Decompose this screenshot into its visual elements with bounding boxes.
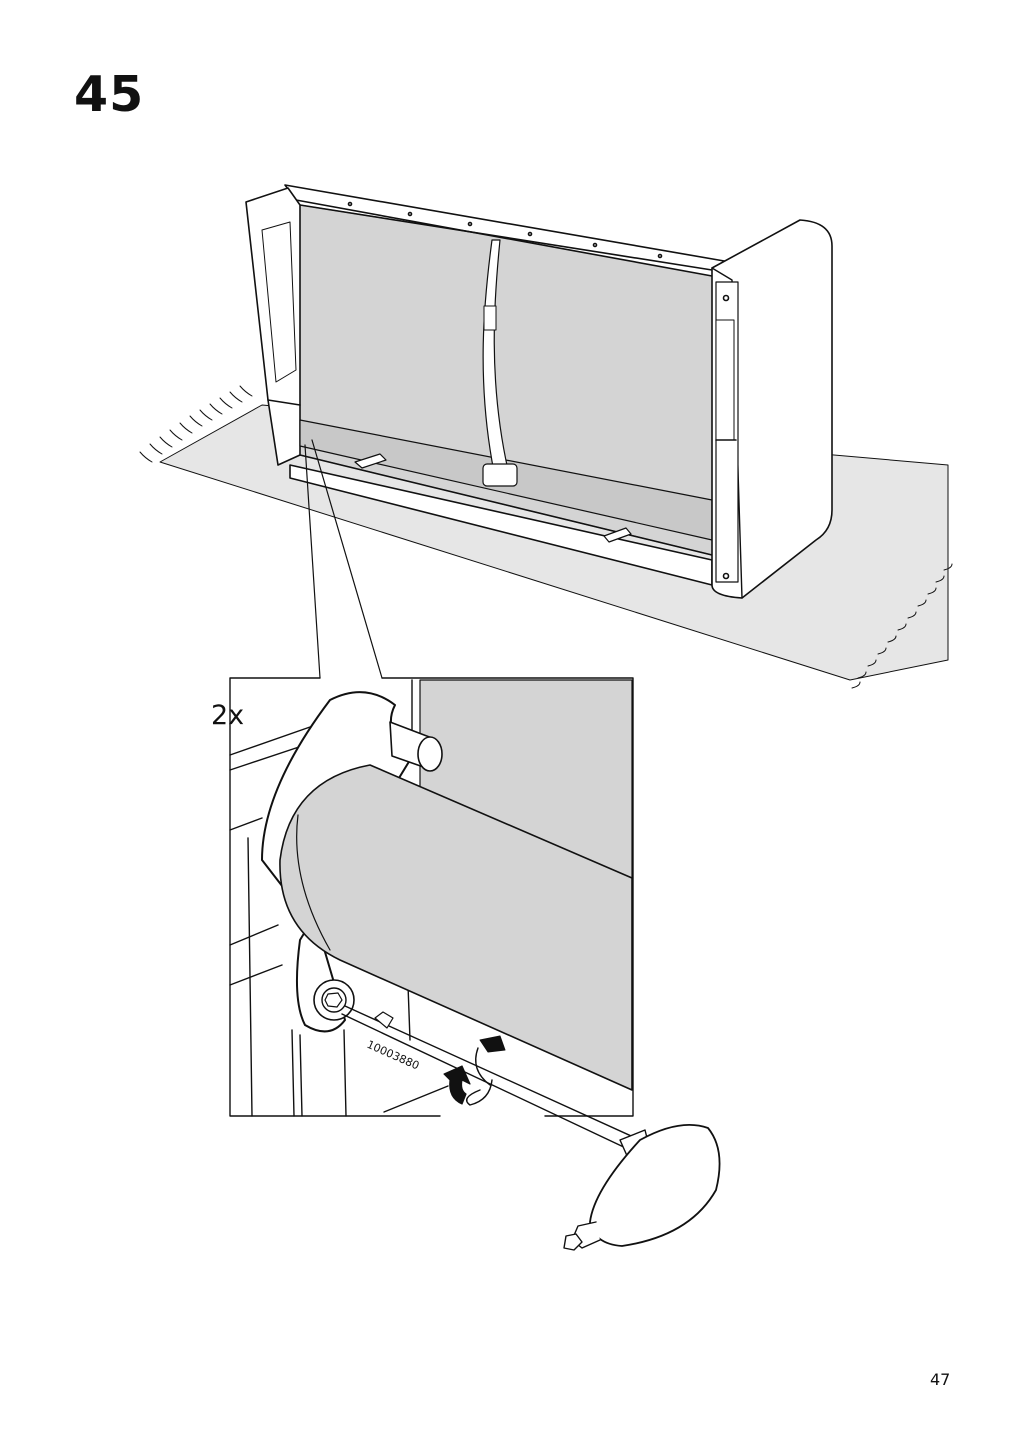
rotate-arrow-icon (443, 1065, 471, 1105)
page-number: 47 (930, 1370, 951, 1389)
detail-view (229, 677, 634, 1117)
step-number: 45 (74, 66, 145, 123)
sofa-frame (245, 184, 833, 599)
quantity-label: 2x (211, 700, 244, 731)
tool-code-label: 10003880 (365, 1038, 421, 1073)
callout-lines (304, 439, 383, 679)
hex-key-screwdriver-icon (341, 1005, 721, 1251)
